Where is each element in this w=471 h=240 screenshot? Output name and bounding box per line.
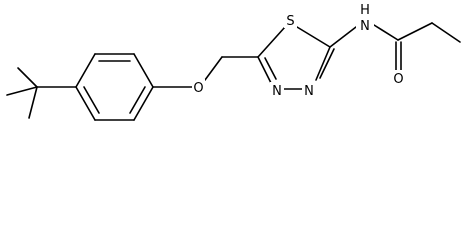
atom-carbonyl-oxygen: O (392, 70, 405, 87)
amide-nitrogen-label: N (360, 19, 370, 34)
atom-sulfur: S (284, 12, 297, 29)
carbonyl-oxygen-label: O (393, 72, 403, 87)
atom-ring-nitrogen-1: N (302, 82, 316, 99)
atom-amide-nitrogen: N (356, 17, 374, 34)
atom-ether-oxygen: O (192, 79, 205, 96)
tert-butyl-group (6, 67, 77, 119)
thiadiazole-ring (257, 26, 335, 90)
amide-hydrogen-label: H (360, 3, 370, 18)
molecule-drawing: O S N N N H O (6, 2, 461, 121)
ring-nitrogen-1-label: N (304, 84, 314, 99)
amide-chain (329, 22, 461, 71)
atom-amide-hydrogen: H (358, 2, 372, 18)
sulfur-label: S (286, 14, 294, 29)
ether-linker (152, 56, 259, 88)
benzene-ring (75, 53, 154, 121)
atom-ring-nitrogen-2: N (270, 82, 284, 99)
ether-oxygen-label: O (193, 81, 203, 96)
structure-canvas: O S N N N H O (6, 2, 461, 121)
ring-nitrogen-2-label: N (272, 84, 282, 99)
